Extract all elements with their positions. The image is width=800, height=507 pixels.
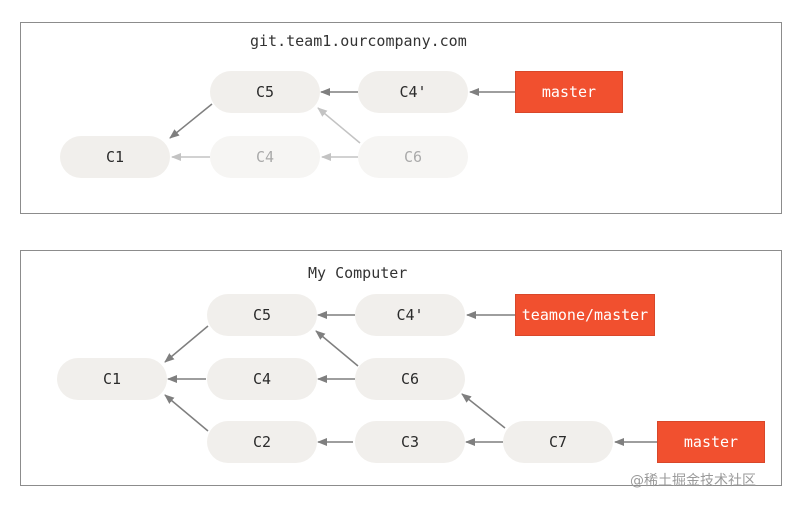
local-commit-c1: C1 (57, 358, 167, 400)
local-title: My Computer (308, 264, 408, 282)
server-commit-c1: C1 (60, 136, 170, 178)
server-title: git.team1.ourcompany.com (250, 32, 467, 50)
local-commit-c7: C7 (503, 421, 613, 463)
server-commit-c4-prime: C4' (358, 71, 468, 113)
arrow-local-c6-c5 (315, 330, 359, 367)
local-commit-c6: C6 (355, 358, 465, 400)
local-commit-c4: C4 (207, 358, 317, 400)
arrow-local-c5-c1 (164, 325, 209, 363)
arrow-local-c7-c6 (461, 393, 506, 429)
local-commit-c5: C5 (207, 294, 317, 336)
server-commit-c5: C5 (210, 71, 320, 113)
local-commit-c2: C2 (207, 421, 317, 463)
local-branch-master: master (657, 421, 765, 463)
server-commit-c6: C6 (358, 136, 468, 178)
watermark: @稀土掘金技术社区 (630, 473, 756, 489)
local-branch-teamone-master: teamone/master (515, 294, 655, 336)
arrow-server-c5-c1 (169, 103, 213, 139)
server-branch-master: master (515, 71, 623, 113)
server-commit-c4: C4 (210, 136, 320, 178)
server-panel (20, 22, 782, 214)
local-commit-c3: C3 (355, 421, 465, 463)
arrow-local-c2-c1 (164, 394, 209, 432)
local-commit-c4-prime: C4' (355, 294, 465, 336)
arrow-server-c6-c5 (317, 107, 361, 144)
